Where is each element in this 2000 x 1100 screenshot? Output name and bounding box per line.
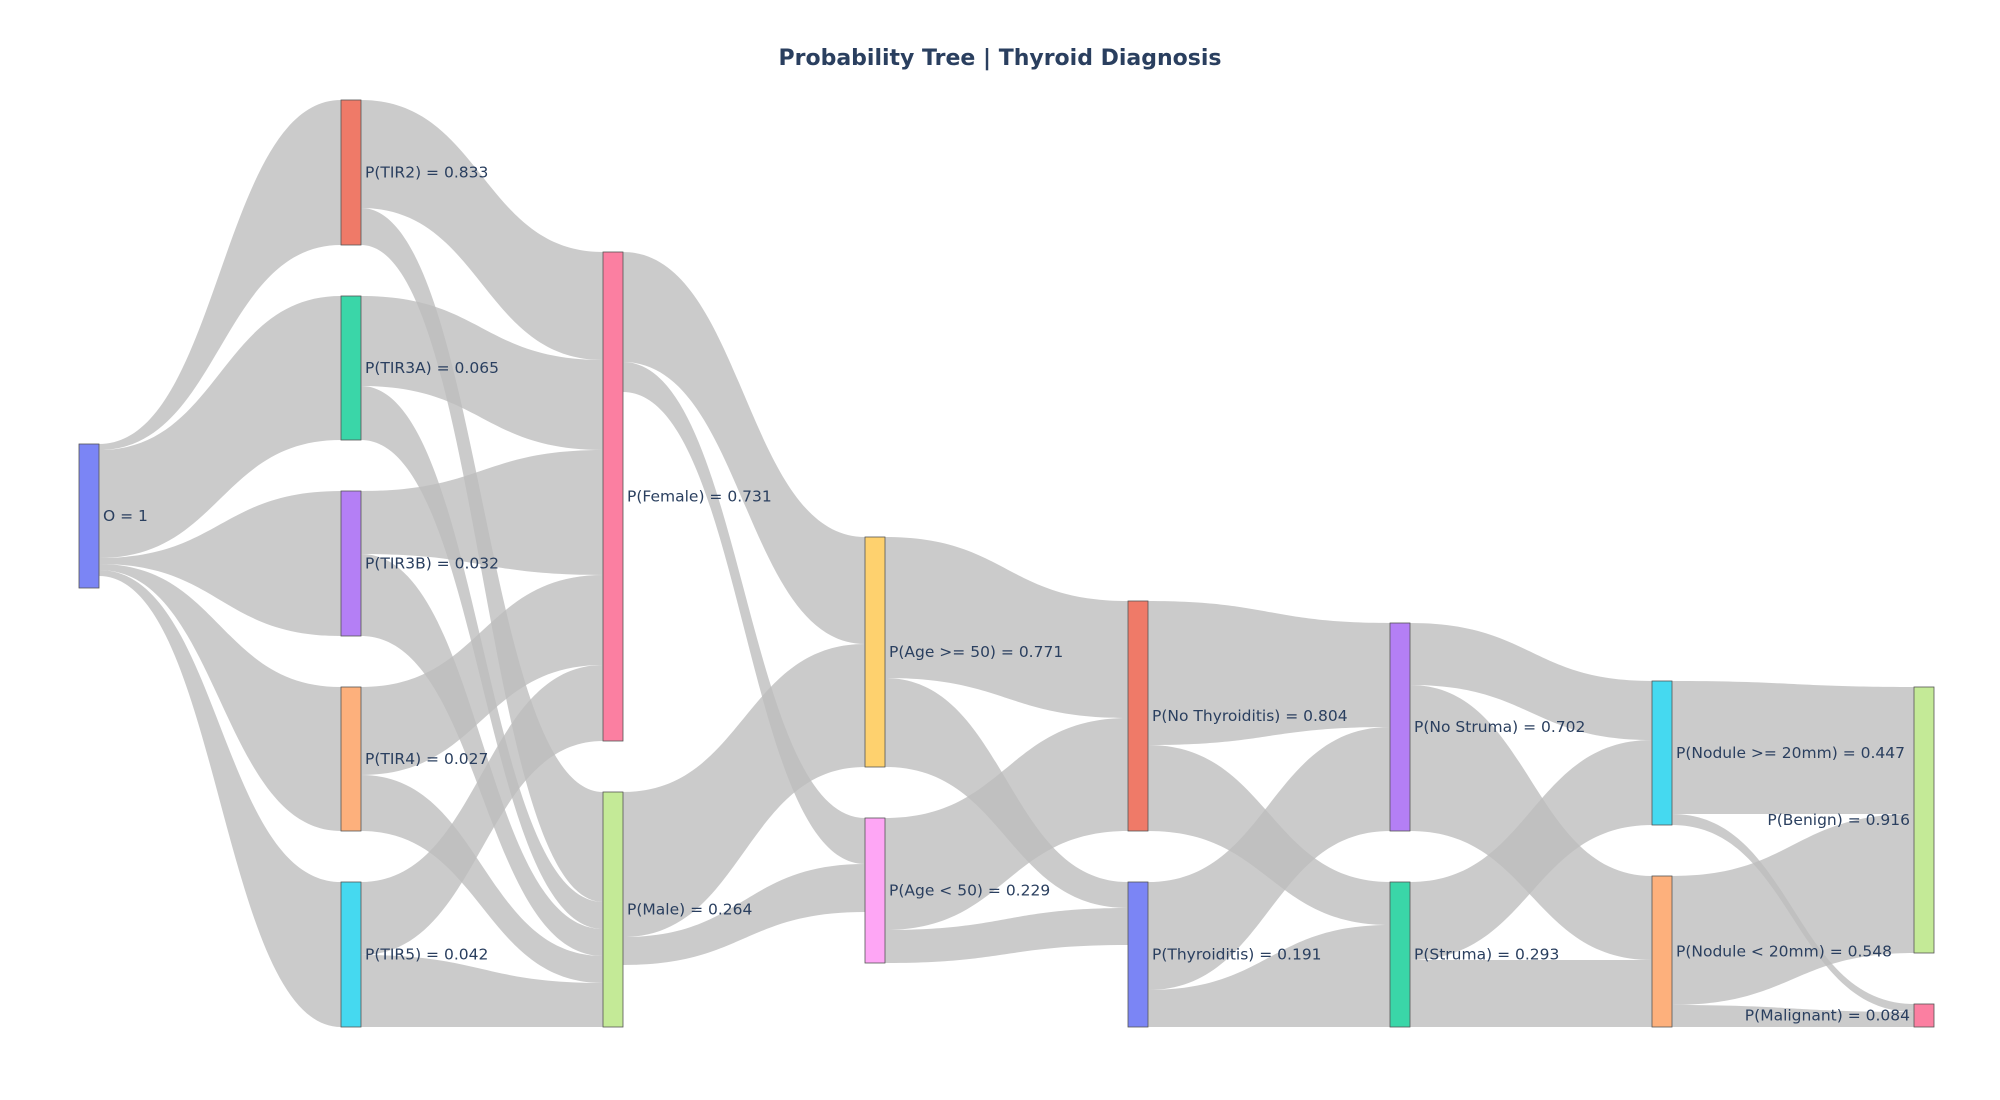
node-label-tir3b: P(TIR3B) = 0.032 — [365, 555, 499, 573]
link-tir5-to-female[interactable] — [361, 665, 603, 955]
node-nodhi[interactable] — [1651, 680, 1673, 826]
node-label-nostr: P(No Struma) = 0.702 — [1414, 718, 1585, 736]
node-thy[interactable] — [1127, 881, 1149, 1028]
node-agehi[interactable] — [864, 536, 886, 768]
link-o-to-tir5[interactable] — [99, 570, 341, 1027]
node-nodlo[interactable] — [1651, 875, 1673, 1028]
node-tir4[interactable] — [340, 686, 362, 832]
node-tir5[interactable] — [340, 881, 362, 1028]
node-label-agelo: P(Age < 50) = 0.229 — [889, 882, 1050, 900]
node-label-benign: P(Benign) = 0.916 — [1767, 811, 1910, 829]
link-tir3b-to-female[interactable] — [361, 450, 603, 575]
link-thy-to-nostr[interactable] — [1148, 727, 1390, 990]
link-str-to-nodlo[interactable] — [1410, 960, 1652, 1027]
links-layer — [99, 100, 1914, 1027]
link-tir3b-to-male[interactable] — [361, 554, 603, 956]
node-label-female: P(Female) = 0.731 — [627, 488, 772, 506]
node-tir3b[interactable] — [340, 490, 362, 637]
node-label-nodhi: P(Nodule >= 20mm) = 0.447 — [1676, 744, 1905, 762]
node-label-agehi: P(Age >= 50) = 0.771 — [889, 643, 1063, 661]
node-label-str: P(Struma) = 0.293 — [1414, 946, 1559, 964]
link-agelo-to-nothy[interactable] — [885, 718, 1128, 930]
link-tir4-to-male[interactable] — [361, 775, 603, 983]
node-label-malig: P(Malignant) = 0.084 — [1745, 1007, 1910, 1025]
node-nothy[interactable] — [1127, 600, 1149, 832]
link-nothy-to-nostr[interactable] — [1148, 601, 1390, 745]
link-tir4-to-female[interactable] — [361, 575, 603, 775]
link-nostr-to-nodhi[interactable] — [1410, 623, 1652, 740]
node-label-nothy: P(No Thyroiditis) = 0.804 — [1152, 707, 1348, 725]
link-male-to-agehi[interactable] — [623, 644, 865, 937]
link-nodlo-to-malig[interactable] — [1672, 1005, 1914, 1027]
link-agehi-to-nothy[interactable] — [885, 537, 1128, 718]
link-agelo-to-thy[interactable] — [885, 908, 1128, 963]
node-label-tir5: P(TIR5) = 0.042 — [365, 946, 488, 964]
link-tir5-to-male[interactable] — [361, 955, 603, 1027]
link-nodhi-to-benign[interactable] — [1672, 681, 1914, 814]
link-str-to-nodhi[interactable] — [1410, 740, 1652, 960]
node-agelo[interactable] — [864, 817, 886, 964]
link-female-to-agehi[interactable] — [623, 252, 865, 644]
node-label-male: P(Male) = 0.264 — [627, 901, 752, 919]
node-label-tir2: P(TIR2) = 0.833 — [365, 164, 488, 182]
link-o-to-tir3a[interactable] — [99, 296, 341, 558]
link-nodlo-to-benign[interactable] — [1672, 814, 1914, 1005]
link-tir2-to-female[interactable] — [361, 100, 603, 360]
link-o-to-tir2[interactable] — [99, 100, 341, 450]
node-label-nodlo: P(Nodule < 20mm) = 0.548 — [1676, 943, 1892, 961]
node-male[interactable] — [602, 791, 624, 1028]
link-thy-to-str[interactable] — [1148, 925, 1390, 1027]
node-tir3a[interactable] — [340, 295, 362, 441]
link-female-to-agelo[interactable] — [623, 362, 865, 864]
link-o-to-tir4[interactable] — [99, 564, 341, 831]
node-label-thy: P(Thyroiditis) = 0.191 — [1152, 946, 1322, 964]
node-female[interactable] — [602, 251, 624, 742]
node-malig[interactable] — [1913, 1003, 1935, 1028]
link-tir3a-to-female[interactable] — [361, 296, 603, 450]
node-o[interactable] — [78, 443, 100, 589]
node-str[interactable] — [1389, 881, 1411, 1028]
node-nostr[interactable] — [1389, 622, 1411, 832]
chart-title: Probability Tree | Thyroid Diagnosis — [778, 46, 1222, 71]
link-o-to-tir3b[interactable] — [99, 491, 341, 636]
node-benign[interactable] — [1913, 686, 1935, 954]
node-label-tir3a: P(TIR3A) = 0.065 — [365, 359, 499, 377]
link-male-to-agelo[interactable] — [623, 864, 865, 965]
nodes-layer — [78, 99, 1935, 1028]
node-tir2[interactable] — [340, 99, 362, 246]
node-label-tir4: P(TIR4) = 0.027 — [365, 750, 488, 768]
node-label-o: O = 1 — [103, 507, 148, 525]
